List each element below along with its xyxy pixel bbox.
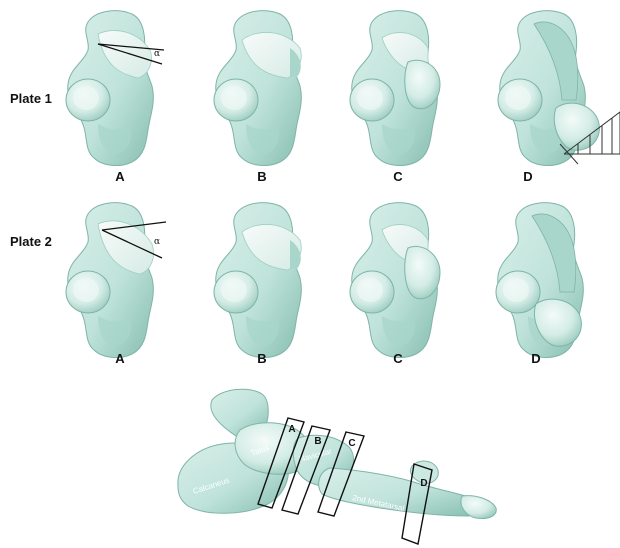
cut-plane-c-label: C	[348, 438, 355, 449]
plate-1-row: Plate 1 α A B C	[10, 11, 620, 184]
plate-2-panel-c-label: C	[393, 351, 403, 366]
plate-2-panel-b	[214, 203, 301, 358]
plate-2-panel-b-label: B	[257, 351, 266, 366]
plate-1-panel-b-label: B	[257, 169, 266, 184]
plate-2-label: Plate 2	[10, 234, 52, 249]
plate-2-panel-a: α	[66, 203, 166, 358]
plate-2-panel-d	[496, 203, 583, 358]
plate-1-label: Plate 1	[10, 91, 52, 106]
plate-1-panel-c	[350, 11, 440, 166]
plate-2-panel-c	[350, 203, 440, 358]
angle-alpha-label-2: α	[154, 237, 160, 247]
plate-1-panel-d-label: D	[523, 169, 532, 184]
plate-1-panel-c-label: C	[393, 169, 403, 184]
foot-skeleton-lateral-view: Talus Calcaneus Navicular 2nd Metatarsal…	[178, 389, 496, 544]
plate-1-panel-d	[498, 11, 620, 166]
angle-alpha-label: α	[154, 49, 160, 59]
plate-2-row: Plate 2 α A B C D	[10, 203, 583, 366]
plate-1-panel-b	[214, 11, 301, 166]
plate-2-panel-a-label: A	[115, 351, 125, 366]
plate-1-panel-a-label: A	[115, 169, 125, 184]
cut-plane-a-label: A	[288, 424, 295, 435]
plate-2-panel-d-label: D	[531, 351, 540, 366]
plate-1-panel-a: α	[66, 11, 164, 166]
cut-plane-d-label: D	[420, 478, 427, 489]
cut-plane-b-label: B	[314, 436, 321, 447]
